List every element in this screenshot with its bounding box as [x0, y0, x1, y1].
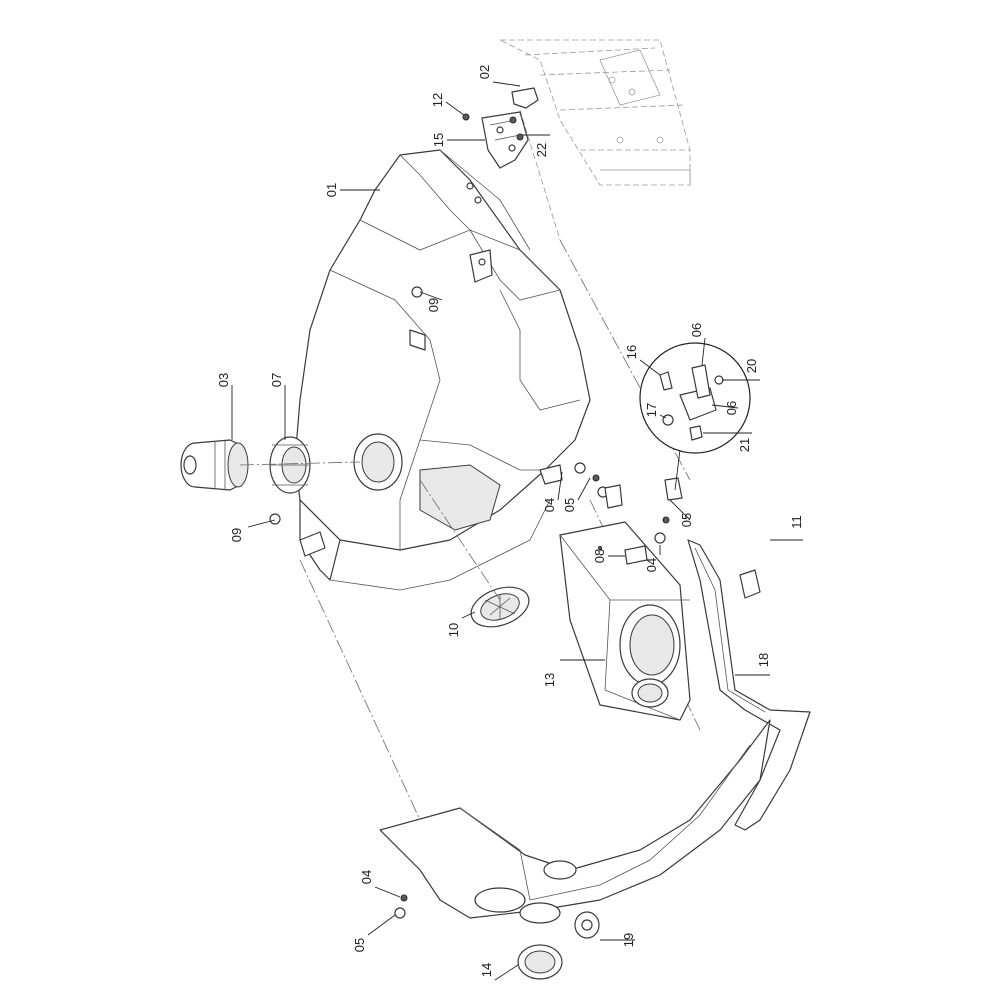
callout-20: 20: [744, 359, 759, 373]
callout-17: 17: [644, 403, 659, 417]
callout-22: 22: [534, 143, 549, 157]
callouts: 01 02 03 04 04 04 05 05 05 06 06 07 08 0…: [216, 65, 804, 981]
chassis-frame: [499, 39, 691, 241]
callout-03: 03: [216, 373, 231, 387]
callout-04-cover: 04: [644, 558, 659, 572]
shroud-fasteners: [394, 894, 408, 919]
callout-09-left: 09: [229, 528, 244, 542]
cap-axis-line: [239, 461, 361, 466]
rear-fitting: [574, 911, 600, 939]
callout-11: 11: [789, 515, 804, 529]
detail-view: [639, 342, 751, 491]
callout-01: 01: [324, 183, 339, 197]
callout-18: 18: [756, 653, 771, 667]
rubber-buffer: [511, 87, 539, 109]
hose-fittings: [574, 462, 670, 544]
mounting-bracket: [462, 87, 539, 169]
fitting-09-left: [269, 513, 281, 525]
tank-cover: [559, 521, 691, 721]
callout-04-shroud: 04: [359, 870, 374, 884]
fuel-cap: [180, 439, 249, 491]
callout-21: 21: [737, 438, 752, 452]
callout-12: 12: [430, 93, 445, 107]
lower-shroud: [379, 719, 771, 924]
cap-ring-nut: [269, 436, 311, 494]
bracket-lower-left: [299, 531, 326, 557]
callout-15: 15: [431, 133, 446, 147]
callout-14: 14: [479, 963, 494, 977]
callout-09-top: 09: [426, 298, 441, 312]
callout-05-tank: 05: [562, 498, 577, 512]
callout-06-bottom: 06: [724, 401, 739, 415]
fuel-tank: [294, 149, 591, 591]
callout-06-top: 06: [689, 323, 704, 337]
callout-16: 16: [624, 345, 639, 359]
strainer-disc: [470, 586, 530, 628]
callout-04-tank: 04: [542, 498, 557, 512]
callout-19: 19: [621, 933, 636, 947]
callout-13: 13: [542, 673, 557, 687]
fuel-hose: [597, 477, 773, 599]
callout-10: 10: [446, 623, 461, 637]
fitting-09-top: [411, 286, 423, 298]
callout-02: 02: [477, 65, 492, 79]
rear-light-lens: [517, 944, 563, 980]
side-panel: [687, 539, 811, 831]
strainer-axis-line: [419, 479, 501, 601]
callout-05-shroud: 05: [352, 938, 367, 952]
center-line-left: [299, 559, 421, 821]
bolt-12: [462, 113, 470, 121]
callout-05-hose: 05: [679, 513, 694, 527]
callout-07: 07: [269, 373, 284, 387]
callout-08: 08: [592, 549, 607, 563]
